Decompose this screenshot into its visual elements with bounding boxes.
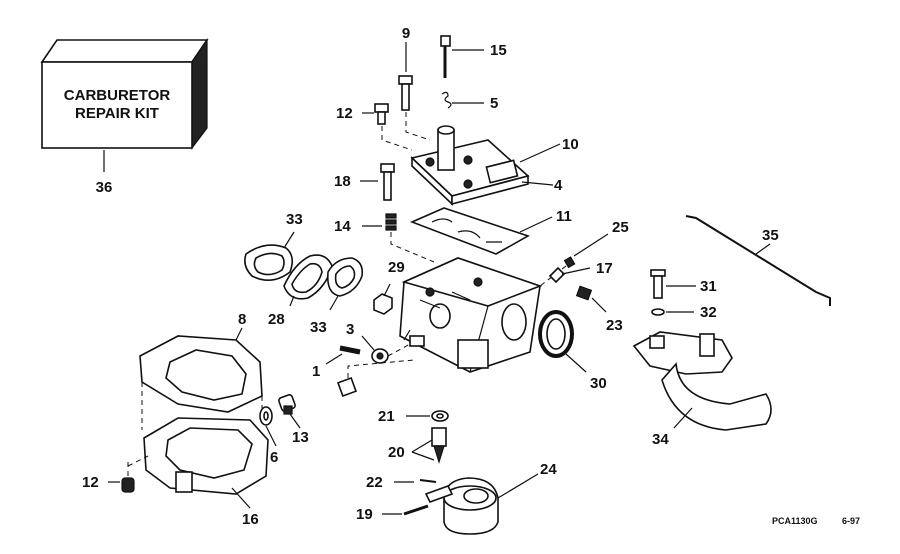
part-24-float (424, 473, 539, 535)
callout-16: 16 (242, 511, 259, 528)
part-15-screw (440, 35, 484, 78)
callout-33-left: 33 (286, 211, 303, 228)
part-21-washer (406, 410, 449, 422)
part-1-pin (325, 345, 361, 365)
part-30-oring (538, 310, 587, 373)
callout-36: 36 (96, 179, 113, 196)
callout-31: 31 (700, 278, 717, 295)
part-32-washer (651, 308, 694, 316)
part-5-spring (441, 91, 484, 109)
callout-17: 17 (596, 260, 613, 277)
callout-1: 1 (312, 363, 320, 380)
callout-4: 4 (554, 177, 563, 194)
part-11-gasket (409, 207, 553, 255)
callout-15: 15 (490, 42, 507, 59)
part-9-screw (398, 42, 431, 141)
kit-label-line2: REPAIR KIT (75, 105, 159, 122)
part-13-screw (278, 394, 301, 429)
drawing-code: PCA1130G (772, 516, 818, 526)
callout-34: 34 (652, 431, 669, 448)
callout-3: 3 (346, 321, 354, 338)
part-23-plug (575, 285, 607, 313)
part-29-nut (373, 283, 393, 315)
part-20-needle-valve (411, 427, 447, 465)
callout-33-right: 33 (310, 319, 327, 336)
part-8-gasket (139, 327, 263, 430)
part-31-screw (650, 269, 696, 299)
callout-25: 25 (612, 219, 629, 236)
part-14-spring (362, 213, 435, 263)
callout-29: 29 (388, 259, 405, 276)
part-jet-fitting (337, 359, 415, 397)
callout-28: 28 (268, 311, 285, 328)
part-22-pin (394, 479, 437, 483)
part-12-screw-lower (108, 460, 135, 493)
part-33-gasket-right (326, 257, 364, 311)
callout-14: 14 (334, 218, 351, 235)
callout-19: 19 (356, 506, 373, 523)
callout-10: 10 (562, 136, 579, 153)
part-17-clip (548, 266, 591, 284)
callout-12-upper: 12 (336, 105, 353, 122)
callout-12-lower: 12 (82, 474, 99, 491)
callout-5: 5 (490, 95, 498, 112)
callout-13: 13 (292, 429, 309, 446)
kit-label-line1: CARBURETOR (64, 87, 171, 104)
part-34-silencer (632, 331, 772, 431)
part-25-screw (539, 233, 609, 287)
callout-30: 30 (590, 375, 607, 392)
part-19-screw (382, 504, 429, 516)
callout-23: 23 (606, 317, 623, 334)
callout-24: 24 (540, 461, 557, 478)
callout-20: 20 (388, 444, 405, 461)
part-12-screw-upper (362, 103, 413, 151)
callout-22: 22 (366, 474, 383, 491)
callout-35: 35 (762, 227, 779, 244)
callout-21: 21 (378, 408, 395, 425)
carburetor-body (399, 257, 543, 373)
part-3-washer (361, 335, 411, 364)
callout-9: 9 (402, 25, 410, 42)
part-18-screw (360, 163, 395, 201)
callout-8: 8 (238, 311, 246, 328)
part-33-gasket-left (244, 231, 295, 281)
drawing-date: 6-97 (842, 516, 860, 526)
part-35-link-rod (685, 215, 831, 306)
part-16-intake (127, 417, 269, 509)
callout-6: 6 (270, 449, 278, 466)
part-10-cover (410, 125, 561, 206)
callout-18: 18 (334, 173, 351, 190)
callout-32: 32 (700, 304, 717, 321)
repair-kit-box: CARBURETOR REPAIR KIT 36 (40, 38, 209, 196)
callout-11: 11 (556, 208, 572, 225)
part-6-washer (259, 406, 277, 447)
